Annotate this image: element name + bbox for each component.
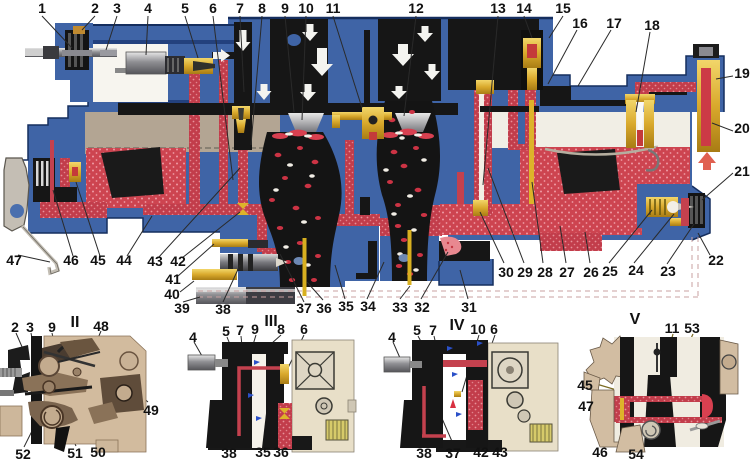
svg-text:4: 4 (388, 329, 396, 345)
svg-text:6: 6 (209, 0, 217, 16)
svg-text:II: II (71, 314, 80, 331)
svg-text:26: 26 (583, 264, 599, 280)
svg-text:V: V (630, 311, 641, 328)
svg-text:8: 8 (258, 0, 266, 16)
svg-text:35: 35 (255, 444, 271, 460)
svg-text:4: 4 (189, 329, 197, 345)
svg-text:28: 28 (537, 264, 553, 280)
svg-text:6: 6 (490, 321, 498, 337)
svg-text:7: 7 (236, 0, 244, 16)
svg-text:54: 54 (628, 446, 644, 460)
svg-text:19: 19 (734, 65, 750, 81)
svg-text:5: 5 (181, 0, 189, 16)
svg-text:2: 2 (11, 319, 19, 335)
svg-text:39: 39 (174, 300, 190, 316)
svg-text:10: 10 (298, 0, 314, 16)
svg-text:27: 27 (559, 264, 575, 280)
svg-text:9: 9 (281, 0, 289, 16)
svg-text:42: 42 (170, 253, 186, 269)
svg-text:1: 1 (38, 0, 46, 16)
svg-text:30: 30 (498, 264, 514, 280)
svg-text:16: 16 (572, 15, 588, 31)
svg-text:III: III (264, 313, 277, 330)
svg-text:31: 31 (461, 299, 477, 315)
svg-text:46: 46 (63, 252, 79, 268)
svg-text:21: 21 (734, 163, 750, 179)
svg-text:17: 17 (606, 15, 622, 31)
svg-text:36: 36 (316, 300, 332, 316)
svg-text:25: 25 (602, 263, 618, 279)
svg-text:20: 20 (734, 120, 750, 136)
svg-text:IV: IV (449, 317, 464, 334)
svg-text:38: 38 (221, 445, 237, 460)
svg-text:24: 24 (628, 262, 644, 278)
svg-text:42: 42 (473, 444, 489, 460)
svg-text:37: 37 (296, 300, 312, 316)
svg-text:7: 7 (429, 322, 437, 338)
svg-text:52: 52 (15, 446, 31, 460)
svg-text:43: 43 (492, 444, 508, 460)
svg-text:5: 5 (222, 323, 230, 339)
svg-text:2: 2 (91, 0, 99, 16)
svg-text:22: 22 (708, 252, 724, 268)
svg-text:11: 11 (665, 320, 680, 336)
svg-text:33: 33 (392, 299, 408, 315)
svg-text:38: 38 (416, 445, 432, 460)
svg-text:35: 35 (338, 298, 354, 314)
svg-text:45: 45 (577, 377, 593, 393)
svg-text:47: 47 (578, 398, 594, 414)
svg-text:3: 3 (113, 0, 121, 16)
svg-text:41: 41 (165, 271, 181, 287)
svg-text:43: 43 (147, 253, 163, 269)
svg-text:34: 34 (360, 298, 376, 314)
svg-text:48: 48 (93, 318, 109, 334)
svg-text:53: 53 (684, 320, 700, 336)
svg-text:14: 14 (516, 0, 532, 16)
svg-text:32: 32 (414, 299, 430, 315)
svg-text:46: 46 (592, 444, 608, 460)
svg-text:47: 47 (6, 252, 22, 268)
svg-text:3: 3 (26, 319, 34, 335)
svg-text:40: 40 (164, 286, 180, 302)
svg-text:29: 29 (517, 264, 533, 280)
svg-text:36: 36 (273, 444, 289, 460)
svg-text:49: 49 (143, 402, 159, 418)
svg-text:9: 9 (251, 321, 259, 337)
svg-text:5: 5 (413, 322, 421, 338)
svg-text:23: 23 (660, 263, 676, 279)
svg-text:51: 51 (67, 445, 83, 460)
svg-text:10: 10 (470, 321, 486, 337)
svg-text:37: 37 (445, 445, 461, 460)
svg-text:45: 45 (90, 252, 106, 268)
svg-text:50: 50 (90, 444, 106, 460)
svg-text:44: 44 (116, 252, 132, 268)
svg-text:8: 8 (277, 321, 285, 337)
svg-text:11: 11 (326, 0, 341, 16)
svg-text:9: 9 (48, 319, 56, 335)
svg-text:12: 12 (408, 0, 424, 16)
svg-text:13: 13 (490, 0, 506, 16)
svg-text:6: 6 (300, 321, 308, 337)
svg-text:38: 38 (215, 301, 231, 317)
svg-text:15: 15 (555, 0, 571, 16)
svg-text:18: 18 (644, 17, 660, 33)
svg-text:7: 7 (236, 322, 244, 338)
svg-text:4: 4 (144, 0, 152, 16)
